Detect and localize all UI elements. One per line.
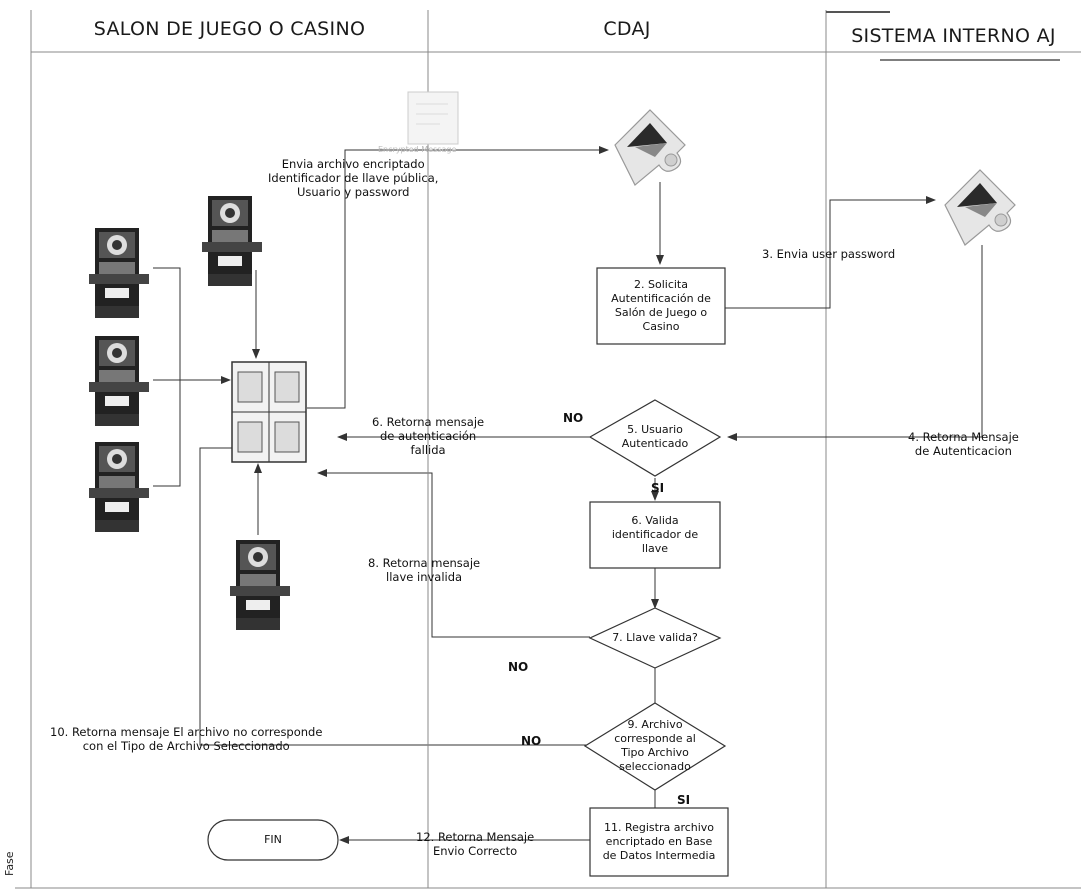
connector-llave-invalida	[317, 469, 590, 638]
label-si-archivo: SI	[677, 793, 691, 807]
connector-envia-user	[725, 196, 936, 309]
label-autenticacion-fallida: 6. Retorna mensaje de autenticación fall…	[372, 415, 485, 457]
document-caption: Encrypted Message	[378, 145, 457, 154]
lane-title-sistema: SISTEMA INTERNO AJ	[851, 25, 1056, 47]
usuario-autenticado-diamond	[588, 399, 722, 477]
registra-text: 11. Registra archivo encriptado en Base …	[602, 821, 716, 862]
archivo-corresponde-text: 9. Archivo corresponde al Tipo Archivo s…	[614, 718, 696, 773]
label-retorna-autenticacion: 4. Retorna Mensaje de Autenticacion	[908, 430, 1019, 458]
lane-title-salon: SALON DE JUEGO O CASINO	[93, 18, 366, 40]
slot-machine-icon	[230, 540, 290, 630]
label-no-corresponde: 10. Retorna mensaje El archivo no corres…	[50, 725, 323, 753]
valida-box	[589, 501, 721, 569]
slot-machine-icon	[202, 196, 262, 286]
label-si-autenticado: SI	[651, 481, 665, 495]
label-no-llave: NO	[508, 660, 529, 674]
label-no-archivo: NO	[521, 734, 542, 748]
usuario-autenticado-text: 5. Usuario Autenticado	[621, 423, 689, 450]
label-envia-archivo: Envia archivo encriptado Identificador d…	[268, 157, 439, 199]
label-llave-invalida: 8. Retorna mensaje llave invalida	[368, 556, 481, 584]
server-icon	[231, 361, 307, 463]
solicita-box	[596, 267, 726, 345]
phase-label: Fase	[3, 851, 16, 876]
connector-no-corresponde	[199, 447, 592, 746]
connectors	[153, 120, 983, 888]
connector-envia-archivo	[307, 146, 609, 409]
slot-machine-icon	[89, 228, 149, 318]
registra-box	[589, 807, 729, 877]
label-envio-correcto: 12. Retorna Mensaje Envio Correcto	[416, 830, 535, 858]
document-icon	[407, 91, 459, 145]
archivo-corresponde-diamond	[583, 702, 727, 791]
fin-terminator	[207, 819, 339, 861]
connector-retorna-autenticacion	[727, 245, 983, 441]
slot-machine-icon	[89, 442, 149, 532]
llave-valida-diamond	[588, 607, 722, 669]
sistema-puzzle-icon	[944, 169, 1016, 246]
connector-slots-bracket	[153, 267, 181, 487]
solicita-text: 2. Solicita Autentificación de Salón de …	[611, 278, 711, 333]
slot-machine-icon	[89, 336, 149, 426]
fin-text: FIN	[264, 833, 282, 846]
lane-title-cdaj: CDAJ	[603, 18, 651, 40]
valida-text: 6. Valida identificador de llave	[611, 514, 699, 555]
llave-valida-text: 7. Llave valida?	[612, 631, 698, 644]
label-no-fallida: NO	[563, 411, 584, 425]
cdaj-puzzle-icon	[614, 109, 686, 186]
label-envia-user: 3. Envia user password	[762, 247, 896, 261]
